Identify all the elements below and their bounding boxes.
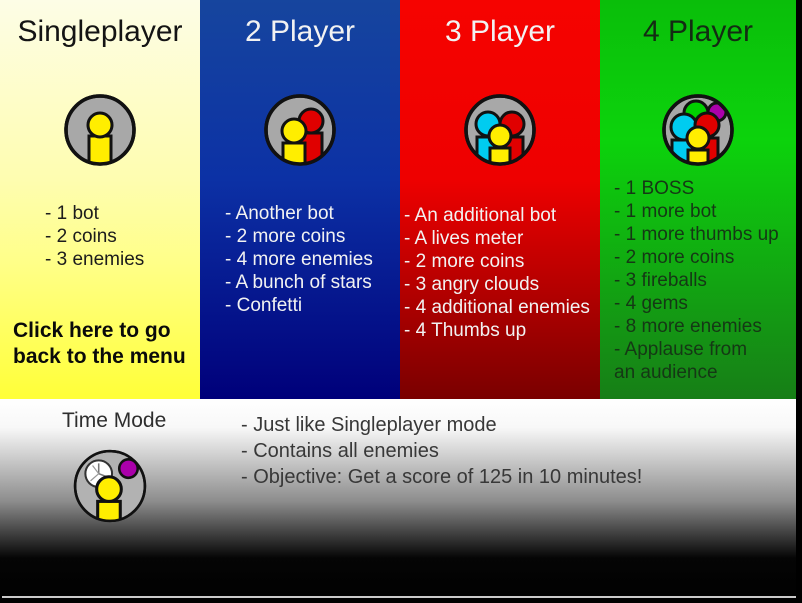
feature-line: - 1 BOSS [614, 178, 695, 199]
four-player-badge-icon [660, 92, 736, 168]
feature-list: - Another bot- 2 more coins- 4 more enem… [225, 202, 373, 317]
feature-line: - 3 enemies [45, 249, 145, 270]
three-player-badge-icon [462, 92, 538, 168]
feature-line: - Applause from [614, 339, 748, 360]
feature-line: - 4 additional enemies [404, 297, 590, 318]
feature-list: - 1 BOSS- 1 more bot- 1 more thumbs up- … [614, 177, 779, 384]
feature-line: - 4 more enemies [225, 249, 373, 270]
feature-line: - 1 bot [45, 203, 99, 224]
single-player-badge-icon [62, 92, 138, 168]
panel-title: Singleplayer [17, 15, 183, 48]
time-mode-section[interactable]: Time Mode - Just like Singleplayer mode-… [0, 399, 796, 603]
feature-line: - Contains all enemies [241, 440, 439, 462]
feature-line: - 1 more bot [614, 201, 717, 222]
feature-line: - Confetti [225, 295, 303, 316]
feature-line: - An additional bot [404, 205, 557, 226]
feature-line: - 2 more coins [225, 226, 346, 247]
feature-list: - An additional bot- A lives meter- 2 mo… [404, 204, 590, 342]
panel-3-player[interactable]: 3 Player - An additional bot- A lives me… [400, 0, 600, 399]
panel-2-player[interactable]: 2 Player - Another bot- 2 more coins- 4 … [200, 0, 400, 399]
feature-line: - 3 fireballs [614, 270, 707, 291]
feature-line: an audience [614, 362, 718, 383]
feature-line: - Objective: Get a score of 125 in 10 mi… [241, 466, 643, 488]
panel-singleplayer[interactable]: Singleplayer - 1 bot- 2 coins- 3 enemies… [0, 0, 200, 399]
feature-line: - A lives meter [404, 228, 524, 249]
feature-list: - 1 bot- 2 coins- 3 enemies [45, 202, 144, 271]
feature-line: - 2 coins [45, 226, 117, 247]
mode-panels: Singleplayer - 1 bot- 2 coins- 3 enemies… [0, 0, 796, 399]
feature-line: - 4 gems [614, 293, 688, 314]
feature-line: - 3 angry clouds [404, 274, 540, 295]
panel-title: 4 Player [642, 15, 754, 48]
panel-title: 2 Player [244, 15, 356, 48]
feature-line: - Just like Singleplayer mode [241, 414, 497, 436]
time-mode-title: Time Mode [62, 409, 167, 432]
panel-title: 3 Player [444, 15, 556, 48]
two-player-badge-icon [262, 92, 338, 168]
feature-line: - Another bot [225, 203, 334, 224]
time-mode-feature-list: - Just like Singleplayer mode - Contains … [241, 412, 642, 490]
bottom-divider-line [2, 596, 800, 598]
feature-line: - 2 more coins [614, 247, 735, 268]
time-mode-clock-player-icon [71, 447, 149, 525]
feature-line: - 8 more enemies [614, 316, 762, 337]
panel-4-player[interactable]: 4 Player - 1 BOSS- 1 more bot- 1 more t [600, 0, 796, 399]
feature-line: - 2 more coins [404, 251, 525, 272]
right-edge-border [796, 0, 802, 603]
feature-line: - A bunch of stars [225, 272, 372, 293]
feature-line: - 1 more thumbs up [614, 224, 779, 245]
back-to-menu-link[interactable]: Click here to go back to the menu [13, 319, 186, 368]
feature-line: - 4 Thumbs up [404, 320, 527, 341]
